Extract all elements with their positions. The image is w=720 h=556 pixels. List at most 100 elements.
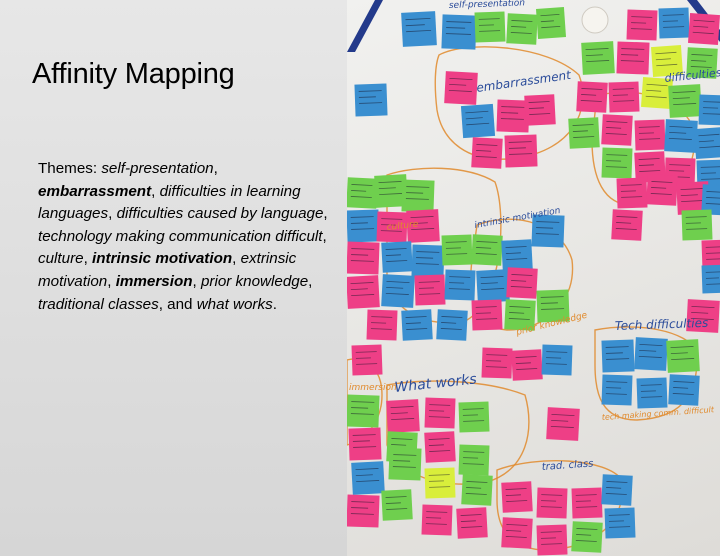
sticky-note: [581, 41, 615, 75]
sticky-note-scribble: [351, 501, 375, 503]
sticky-note-scribble: [478, 18, 500, 20]
sticky-note: [441, 234, 473, 266]
sticky-note-paper: [601, 114, 633, 146]
sticky-note-paper: [536, 487, 568, 519]
sticky-note-paper: [444, 269, 476, 301]
sticky-note-scribble: [669, 131, 687, 134]
sticky-note: [511, 349, 543, 381]
sticky-note-paper: [424, 431, 456, 463]
sticky-note-scribble: [511, 20, 533, 22]
sticky-note-scribble: [573, 136, 595, 138]
sticky-note-scribble: [465, 117, 483, 120]
themes-run: prior knowledge: [200, 272, 309, 290]
sticky-note-scribble: [410, 222, 428, 225]
sticky-note-scribble: [351, 184, 373, 186]
sticky-note: [458, 401, 490, 433]
sticky-note-paper: [634, 337, 668, 371]
sticky-note-scribble: [506, 524, 528, 526]
sticky-note-scribble: [448, 89, 472, 92]
sticky-note: [536, 524, 568, 556]
sticky-note: [576, 81, 608, 113]
sticky-note-scribble: [418, 281, 440, 283]
themes-run: ,: [323, 205, 328, 223]
sticky-note-scribble: [356, 363, 378, 365]
sticky-note-paper: [501, 517, 533, 549]
sticky-note-paper: [693, 126, 720, 160]
sticky-note: [444, 71, 478, 105]
sticky-note: [634, 337, 668, 371]
sticky-note-scribble: [509, 306, 531, 308]
sticky-note-scribble: [505, 536, 527, 538]
sticky-note-scribble: [705, 246, 720, 248]
sticky-note: [636, 377, 668, 409]
sticky-note-paper: [601, 147, 633, 179]
sticky-note-scribble: [480, 282, 498, 285]
sticky-note-scribble: [662, 20, 678, 22]
sticky-note: [471, 234, 503, 266]
sticky-note-paper: [658, 7, 690, 39]
sticky-note-scribble: [700, 172, 716, 174]
sticky-note: [504, 134, 538, 168]
sticky-note: [601, 114, 633, 146]
sticky-note-scribble: [386, 286, 404, 289]
sticky-note: [366, 309, 398, 341]
sticky-note-scribble: [691, 305, 715, 308]
sticky-note-scribble: [581, 88, 603, 90]
board-label: immersion: [349, 383, 397, 393]
sticky-note-paper: [441, 14, 477, 50]
sticky-note: [388, 447, 422, 481]
sticky-note-scribble: [428, 444, 444, 446]
sticky-note: [701, 239, 720, 271]
sticky-note-scribble: [631, 16, 653, 18]
sticky-note-paper: [414, 274, 446, 306]
sticky-note-scribble: [448, 288, 470, 290]
sticky-note-scribble: [511, 26, 527, 28]
sticky-note: [347, 209, 380, 243]
sticky-note-scribble: [378, 181, 402, 184]
sticky-note-scribble: [703, 107, 719, 109]
sticky-note: [476, 269, 510, 303]
sticky-note-scribble: [350, 513, 374, 515]
board-label: culture: [386, 220, 419, 233]
sticky-note-scribble: [505, 488, 527, 490]
sticky-note-scribble: [540, 537, 556, 539]
sticky-note-scribble: [378, 187, 396, 190]
sticky-note-scribble: [540, 531, 562, 533]
sticky-note: [658, 7, 690, 39]
sticky-note-paper: [351, 461, 385, 495]
sticky-note-scribble: [460, 514, 482, 516]
sticky-note-paper: [511, 349, 543, 381]
sticky-note-scribble: [673, 381, 695, 383]
sticky-note-scribble: [449, 83, 467, 86]
sticky-note: [501, 517, 533, 549]
sticky-note-scribble: [672, 97, 690, 100]
sticky-note-scribble: [449, 276, 471, 278]
sticky-note: [686, 299, 720, 333]
sticky-note-paper: [608, 81, 640, 113]
sticky-note-scribble: [405, 24, 425, 27]
sticky-note-scribble: [445, 247, 461, 249]
sticky-note-scribble: [358, 90, 382, 92]
sticky-note: [601, 474, 633, 506]
sticky-note: [351, 344, 383, 376]
sticky-note-scribble: [351, 294, 375, 297]
sticky-note-scribble: [621, 196, 643, 198]
sticky-note-scribble: [475, 156, 497, 158]
sticky-note-paper: [601, 474, 633, 506]
sticky-note-scribble: [405, 17, 431, 21]
sticky-note-scribble: [541, 500, 557, 502]
sticky-note: [347, 394, 380, 428]
sticky-note: [698, 94, 720, 126]
sticky-note-scribble: [572, 130, 588, 132]
sticky-note-scribble: [486, 360, 502, 362]
themes-run: ,: [213, 160, 218, 177]
sticky-note-scribble: [616, 222, 632, 224]
sticky-note-paper: [421, 504, 453, 536]
sticky-note-scribble: [691, 311, 709, 314]
sticky-note-scribble: [419, 293, 441, 295]
sticky-note-scribble: [476, 318, 498, 320]
sticky-note-paper: [381, 241, 413, 273]
sticky-note-scribble: [406, 328, 428, 330]
sticky-note-scribble: [608, 514, 630, 516]
sticky-note: [693, 126, 720, 160]
